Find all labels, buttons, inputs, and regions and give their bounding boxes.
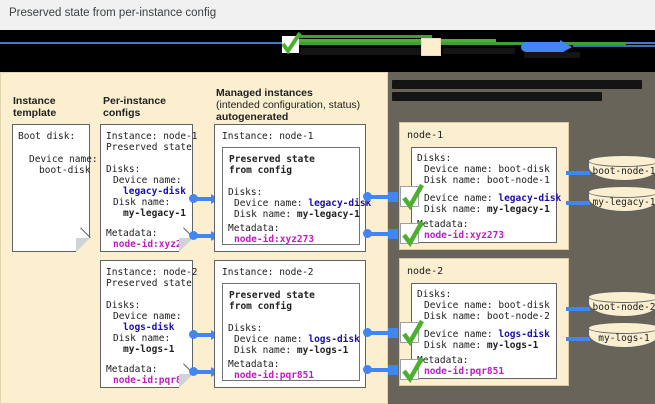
- column-heading-per-instance-configs: Per-instance configs: [103, 95, 167, 119]
- connector-line: [370, 231, 390, 236]
- green-check-icon: [400, 183, 424, 211]
- preserved-state-inner-box: Preserved state from config Disks: Devic…: [222, 147, 371, 245]
- connector-line: [370, 194, 390, 199]
- connector-dot: [363, 229, 372, 238]
- connector-endpoint: [388, 191, 398, 202]
- instances-panel-heading-redacted-2: [392, 92, 602, 101]
- page-title: Preserved state from per-instance config: [9, 7, 217, 19]
- connector-dot: [189, 330, 198, 339]
- legend-label-3-redacted: [524, 52, 580, 58]
- column-heading-managed-instances: Managed instances (intended configuratio…: [216, 87, 361, 123]
- connector-line: [196, 233, 213, 238]
- connector-dot: [363, 365, 372, 374]
- green-check-icon: [400, 220, 424, 248]
- connector-dot: [363, 328, 372, 337]
- blue-arrowhead-icon: [560, 40, 572, 54]
- legend-blue-rule: [573, 45, 655, 47]
- caption-bar: Preserved state from per-instance config: [0, 0, 655, 30]
- connector-dot: [189, 231, 198, 240]
- green-check-icon: [400, 319, 424, 347]
- per-instance-config-card: Instance: node-1 Preserved state Disks: …: [100, 124, 198, 252]
- green-check-icon: [400, 356, 424, 384]
- page-fold-corner: [179, 374, 193, 388]
- blue-arrow-icon: [521, 42, 565, 52]
- node-status-box: Disks: Device name: boot-disk Disk name:…: [411, 283, 557, 379]
- node-status-box: Disks: Device name: boot-disk Disk name:…: [411, 147, 561, 243]
- legend-green-line-3: [296, 42, 626, 45]
- connector-line: [370, 330, 390, 335]
- connector-line: [370, 367, 390, 372]
- column-heading-instance-template: Instance template: [13, 95, 57, 119]
- managed-instance-card: Instance: node-1 Preserved state from co…: [214, 124, 371, 252]
- node-card: node-2 Disks: Device name: boot-disk Dis…: [399, 258, 569, 386]
- connector-line: [196, 332, 213, 337]
- connector-dot: [189, 367, 198, 376]
- legend-green-line-2: [296, 39, 496, 42]
- legend-label-2-redacted: [443, 48, 515, 54]
- instances-panel-heading-redacted-1: [392, 80, 642, 89]
- connector-line: [196, 369, 213, 374]
- disk-link-line: [566, 171, 590, 175]
- page-fold-edge: [80, 227, 91, 238]
- connector-dot: [363, 192, 372, 201]
- connector-endpoint: [388, 364, 398, 375]
- managed-instance-card: Instance: node-2 Preserved state from co…: [214, 260, 366, 388]
- connector-endpoint: [388, 228, 398, 239]
- green-check-icon: [281, 32, 302, 55]
- preserved-state-inner-box: Preserved state from config Disks: Devic…: [222, 283, 360, 381]
- connector-line: [196, 196, 213, 201]
- page-fold-corner: [76, 238, 90, 252]
- per-instance-config-card: Instance: node-2 Preserved state Disks: …: [100, 260, 198, 388]
- connector-endpoint: [388, 327, 398, 338]
- disk-link-line: [566, 201, 590, 205]
- disk-link-line: [566, 307, 590, 311]
- cream-box-icon: [421, 38, 441, 56]
- node-card: node-1 Disks: Device name: boot-disk Dis…: [399, 122, 569, 250]
- legend-green-line-1: [296, 35, 432, 38]
- instance-template-card: Boot disk: Device name: boot-disk: [12, 124, 98, 252]
- disk-link-line: [566, 337, 590, 341]
- page-fold-corner: [179, 238, 193, 252]
- legend-label-1-redacted: [300, 48, 432, 55]
- legend-band: [0, 30, 655, 72]
- connector-dot: [189, 194, 198, 203]
